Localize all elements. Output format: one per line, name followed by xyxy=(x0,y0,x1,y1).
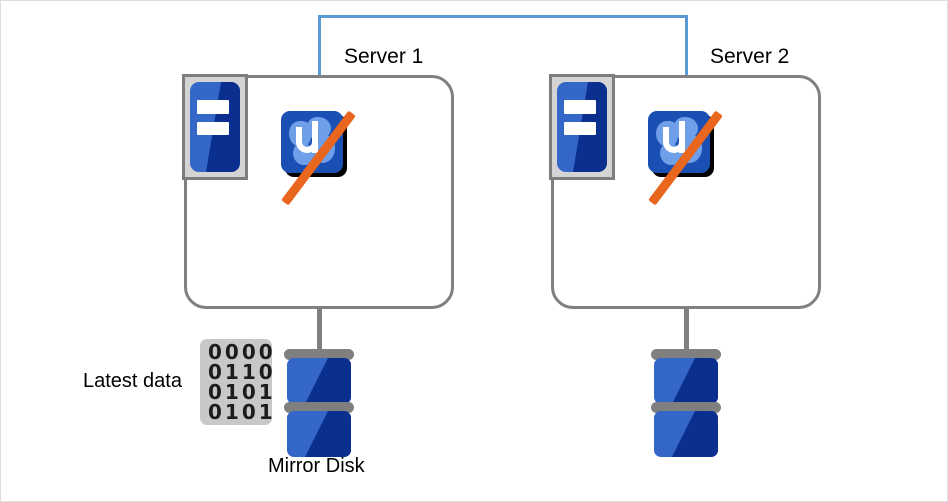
mirror-disk-platter-2 xyxy=(654,411,718,457)
server-1-label: Server 1 xyxy=(344,45,424,68)
server-1-mirror-disk xyxy=(284,349,354,459)
mirror-disk-platter-1 xyxy=(287,358,351,404)
binary-row: 0110 xyxy=(208,360,276,384)
server-rack-icon-body xyxy=(557,82,607,172)
mirror-disk-label: Mirror Disk xyxy=(268,455,365,477)
mirror-disk-platter-shade xyxy=(671,358,718,404)
mirror-disk-platter-1 xyxy=(654,358,718,404)
heartbeat-link-right-drop xyxy=(685,15,688,77)
mirror-disk-platter-shade xyxy=(304,358,351,404)
heartbeat-link-left-drop xyxy=(318,15,321,77)
server-2-cluster-app-icon xyxy=(648,110,723,206)
mirror-disk-platter-shade xyxy=(304,411,351,457)
server-2-server-rack-icon xyxy=(549,74,615,180)
server-2-disk-connector xyxy=(684,306,689,353)
cluster-app-icon-u-stem xyxy=(679,121,685,153)
server-1-disk-connector xyxy=(317,306,322,353)
mirror-disk-platter-2 xyxy=(287,411,351,457)
binary-row: 0101 xyxy=(208,380,276,404)
server-rack-icon-body xyxy=(190,82,240,172)
mirror-disk-bar-middle xyxy=(284,402,354,413)
server-1-cluster-app-icon xyxy=(281,110,356,206)
binary-row: 0101 xyxy=(208,400,276,424)
server-1-server-rack-icon xyxy=(182,74,248,180)
server-rack-icon-bar-1 xyxy=(564,100,596,114)
heartbeat-link-horizontal xyxy=(318,15,688,18)
server-rack-icon-bar-2 xyxy=(564,121,596,136)
mirror-disk-platter-shade xyxy=(671,411,718,457)
server-rack-icon-bar-2 xyxy=(197,121,229,136)
cluster-app-icon-u-stem xyxy=(312,121,318,153)
mirror-disk-bar-top xyxy=(284,349,354,360)
server-2-mirror-disk xyxy=(651,349,721,459)
server-rack-icon-bar-1 xyxy=(197,100,229,114)
binary-row: 0000 xyxy=(208,340,276,364)
server-2-label: Server 2 xyxy=(710,45,790,68)
latest-data-binary-chip: 0000 0110 0101 0101 xyxy=(200,339,276,425)
mirror-disk-bar-middle xyxy=(651,402,721,413)
mirror-disk-bar-top xyxy=(651,349,721,360)
latest-data-label: Latest data xyxy=(83,370,182,392)
